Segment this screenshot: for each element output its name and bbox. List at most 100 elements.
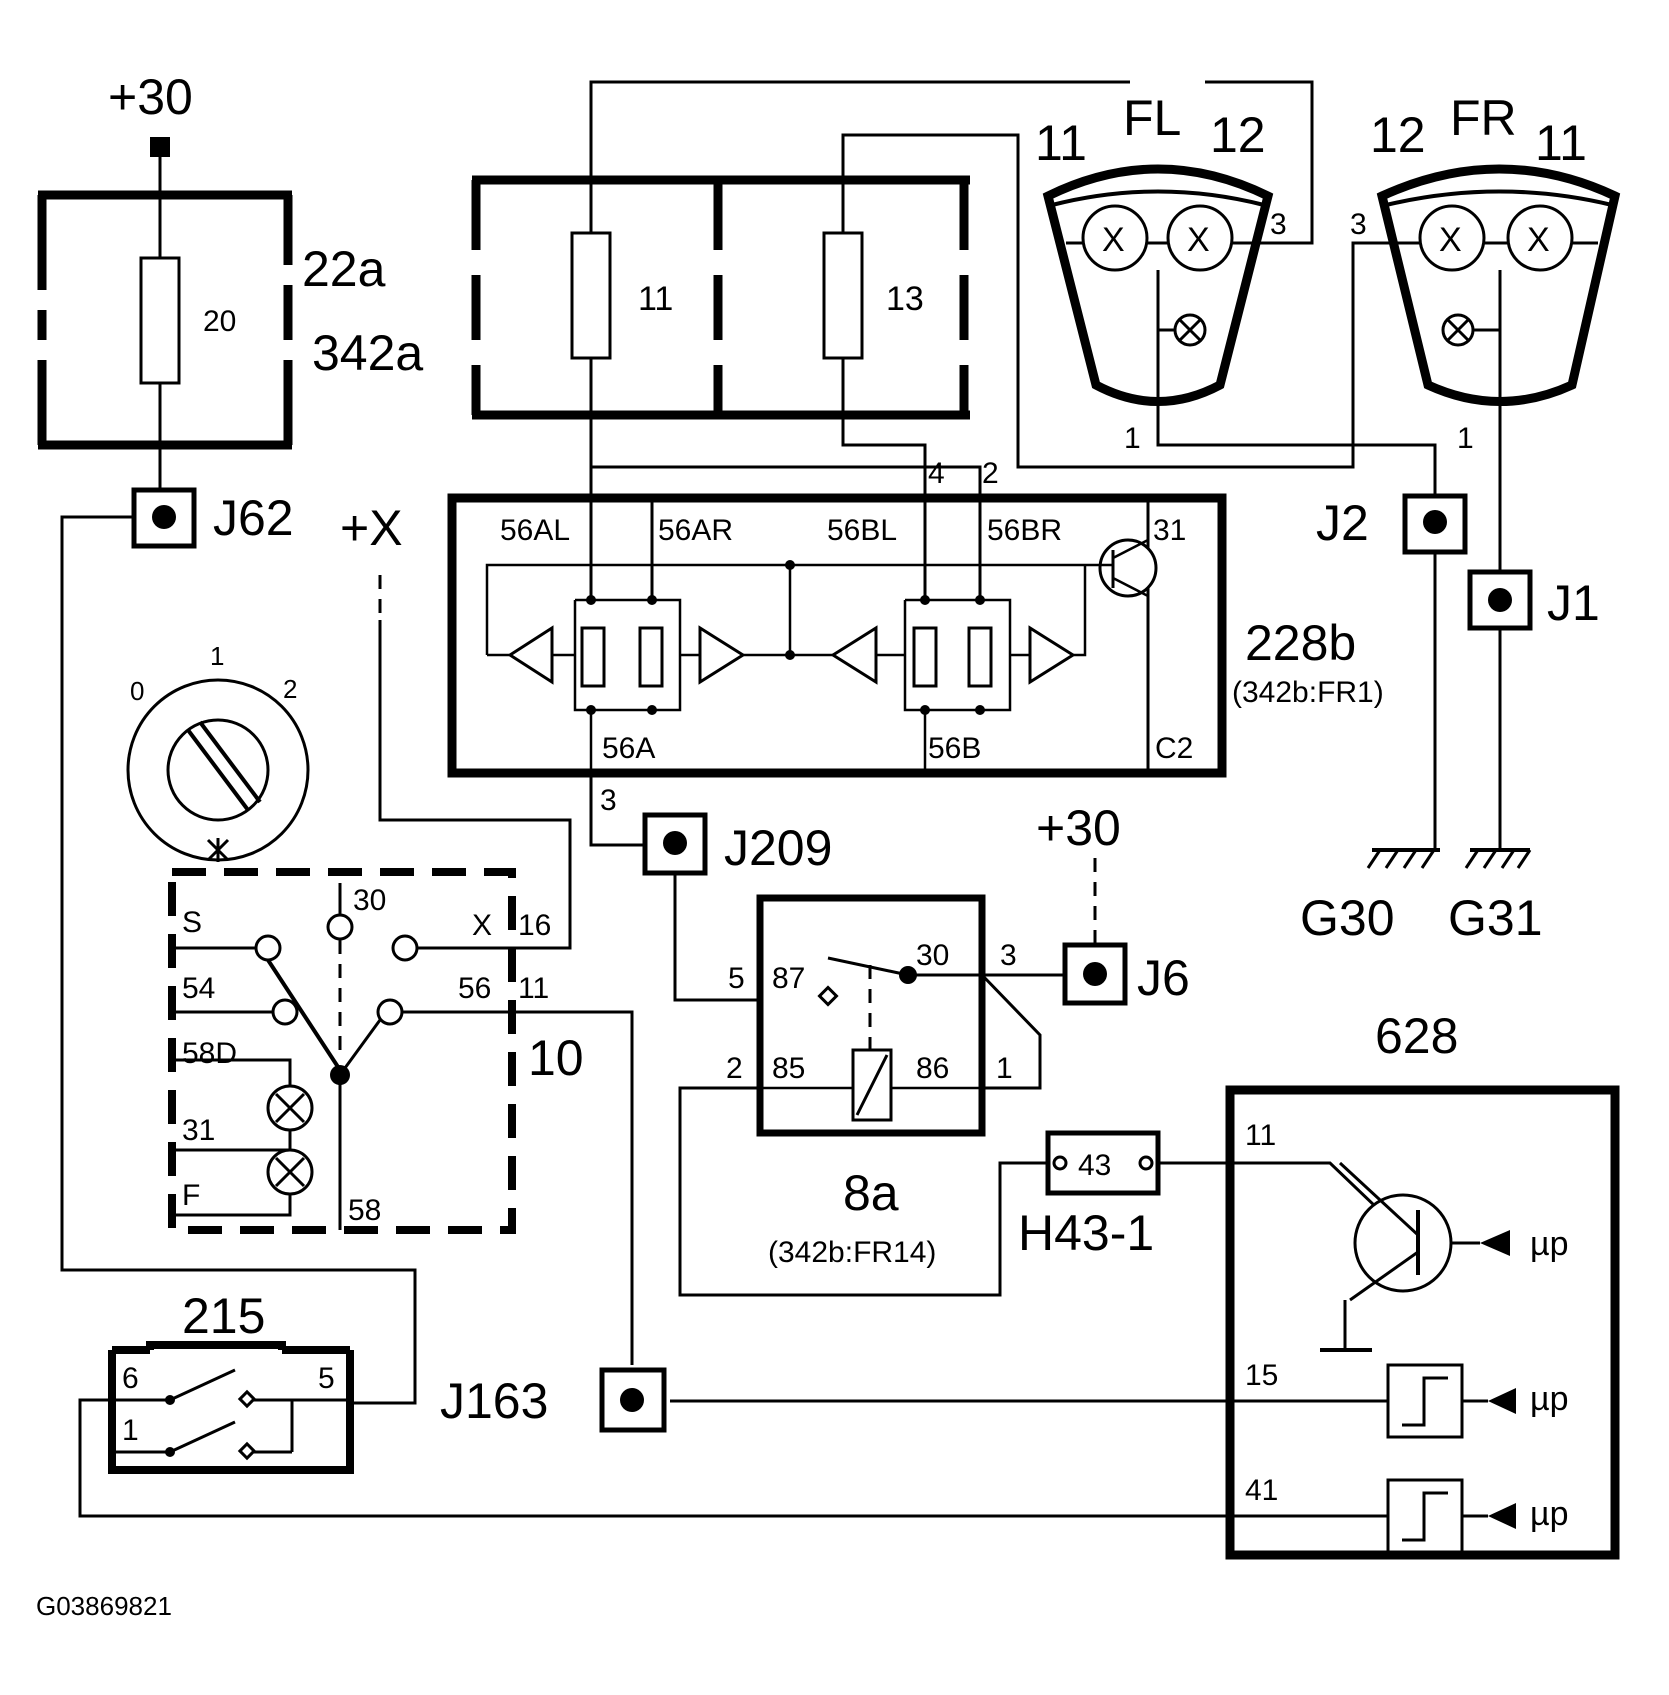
control-628-label: 628 xyxy=(1375,1008,1458,1064)
connector-j2: J2 xyxy=(1316,493,1468,555)
relay-8a-sub: (342b:FR14) xyxy=(768,1236,936,1269)
fl-bulb-2-symbol: X xyxy=(1187,221,1210,259)
j1-label: J1 xyxy=(1547,575,1600,631)
switch-215-pin-6: 6 xyxy=(122,1362,139,1395)
relay-pin-3: 3 xyxy=(1000,939,1017,972)
pin-56ar: 56AR xyxy=(658,514,733,547)
pin-56al: 56AL xyxy=(500,514,570,547)
supply-terminal-icon xyxy=(150,137,170,157)
control-output-1: µp xyxy=(1530,1225,1569,1263)
module-pin-4: 4 xyxy=(928,457,945,490)
g30-label: G30 xyxy=(1300,890,1395,946)
transistor-icon xyxy=(1085,538,1158,598)
switch-term-f: F xyxy=(182,1179,200,1212)
fr-pin-1: 1 xyxy=(1457,422,1474,455)
fuse-11-icon xyxy=(570,231,612,360)
h43-label: H43-1 xyxy=(1018,1205,1154,1261)
module-pin-2: 2 xyxy=(982,457,999,490)
fuse-box-22a: +30 20 22a 342a xyxy=(37,69,423,492)
pin-56bl: 56BL xyxy=(827,514,897,547)
relay-pin-86: 86 xyxy=(916,1052,949,1085)
g31-label: G31 xyxy=(1448,890,1543,946)
fuse-box-22a-label: 22a xyxy=(302,241,386,297)
switched-supply-label: +X xyxy=(340,500,403,556)
pin-c2: C2 xyxy=(1155,732,1193,765)
control-pin-11: 11 xyxy=(1245,1119,1276,1152)
fuse-13-label: 13 xyxy=(886,280,924,318)
lamp-fr: X X 12 FR 11 3 1 xyxy=(1350,90,1621,455)
fuse-13-icon xyxy=(822,231,864,360)
switch-term-56: 56 xyxy=(458,972,491,1005)
fl-label: FL xyxy=(1123,90,1181,146)
module-228b-sub: (342b:FR1) xyxy=(1232,676,1384,709)
connector-j1: J1 xyxy=(1467,569,1600,631)
fr-bulb-1-symbol: X xyxy=(1439,221,1462,259)
control-output-2: µp xyxy=(1530,1380,1569,1418)
connector-j62: J62 xyxy=(131,487,294,549)
switch-term-58: 58 xyxy=(348,1194,381,1227)
relay-pin-87: 87 xyxy=(772,962,805,995)
switch-215-pin-1: 1 xyxy=(122,1414,139,1447)
fuse-11-label: 11 xyxy=(638,280,673,318)
j209-label: J209 xyxy=(724,820,832,876)
j6-label: J6 xyxy=(1137,950,1190,1006)
fuse-20-icon xyxy=(139,256,181,385)
fl-pin-3: 3 xyxy=(1270,208,1287,241)
j163-label: J163 xyxy=(440,1373,548,1429)
control-pin-41: 41 xyxy=(1245,1474,1278,1507)
switch-215: 215 6 5 1 xyxy=(108,1288,354,1474)
ground-g30-icon: G30 xyxy=(1300,848,1440,946)
module-pin-3: 3 xyxy=(600,784,617,817)
connector-h43-1: 43 H43-1 xyxy=(1018,1130,1161,1261)
j2-label: J2 xyxy=(1316,495,1369,551)
pin-56a: 56A xyxy=(602,732,655,765)
fr-pin-3: 3 xyxy=(1350,208,1367,241)
light-switch-10: S 54 58D 31 F 30 X 16 56 11 58 10 xyxy=(168,868,584,1234)
output-stage-a xyxy=(487,595,790,715)
fr-pin-12: 12 xyxy=(1370,107,1426,163)
fl-bulb-1-symbol: X xyxy=(1102,221,1125,259)
diagram-id: G03869821 xyxy=(36,1591,172,1621)
supply-30-label: +30 xyxy=(108,69,193,125)
pin-56b: 56B xyxy=(928,732,981,765)
switch-term-11: 11 xyxy=(518,972,549,1005)
control-transistor-icon: µp xyxy=(1320,1161,1569,1352)
fl-pin-1: 1 xyxy=(1124,422,1141,455)
fr-bulb-2-symbol: X xyxy=(1527,221,1550,259)
connector-j163: J163 xyxy=(440,1367,667,1433)
fuse-20-label: 20 xyxy=(203,305,236,338)
lamp-fl: X X 11 FL 12 3 1 xyxy=(1035,90,1287,455)
switch-term-31: 31 xyxy=(182,1114,215,1147)
control-unit-628: 628 11 15 41 µp µp xyxy=(1225,1008,1620,1560)
fl-bulb-1-icon xyxy=(1081,204,1149,272)
fl-bulb-2-icon xyxy=(1166,204,1234,272)
connector-j209: J209 xyxy=(642,812,832,876)
rotary-knob-icon: 0 1 2 xyxy=(126,641,310,862)
fr-pin-11: 11 xyxy=(1535,115,1587,171)
module-228b-label: 228b xyxy=(1245,615,1356,671)
fr-label: FR xyxy=(1450,90,1517,146)
control-input-15-icon: µp xyxy=(1386,1363,1569,1439)
knob-pos-0: 0 xyxy=(130,676,144,706)
j62-label: J62 xyxy=(213,490,294,546)
output-stage-b xyxy=(790,565,1087,715)
relay-pin-5: 5 xyxy=(728,962,745,995)
switch-215-pin-5: 5 xyxy=(318,1362,335,1395)
fuse-box-342a-label: 342a xyxy=(312,325,423,381)
knob-pos-1: 1 xyxy=(210,641,224,671)
switch-term-16: 16 xyxy=(518,909,551,942)
ground-g31-icon: G31 xyxy=(1448,848,1543,946)
switch-term-58d: 58D xyxy=(182,1037,237,1070)
connector-j6: J6 xyxy=(1062,942,1190,1006)
switch-term-54: 54 xyxy=(182,972,215,1005)
control-pin-15: 15 xyxy=(1245,1359,1278,1392)
h43-pin-label: 43 xyxy=(1078,1149,1111,1182)
fr-bulb-1-icon xyxy=(1418,204,1486,272)
light-switch-label: 10 xyxy=(528,1030,584,1086)
relay-pin-2: 2 xyxy=(726,1052,743,1085)
switch-term-x: X xyxy=(472,909,492,942)
control-input-41-icon: µp xyxy=(1386,1478,1569,1554)
pin-56br: 56BR xyxy=(987,514,1062,547)
pin-31: 31 xyxy=(1153,514,1186,547)
